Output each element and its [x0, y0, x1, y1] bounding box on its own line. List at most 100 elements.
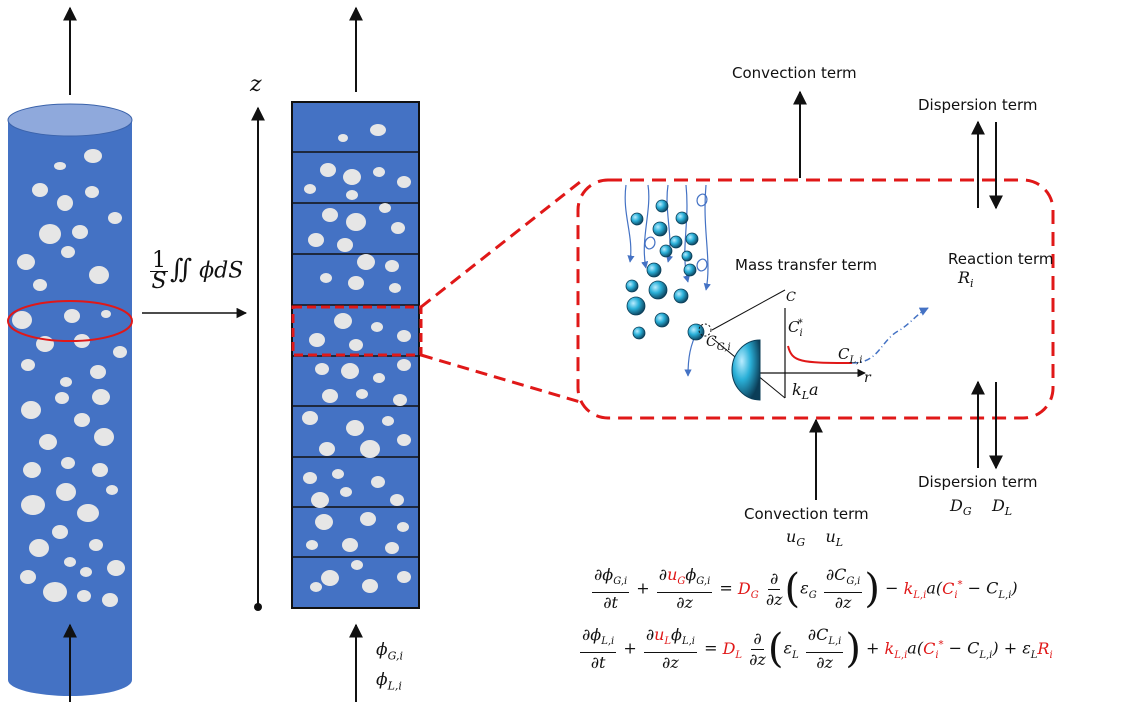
plot-axis-c: C: [786, 290, 796, 305]
particle: [687, 323, 705, 341]
discretized-column: [291, 101, 423, 609]
mass-transfer-coefficient: kLa: [792, 380, 819, 403]
gas-bubble: [389, 283, 401, 293]
gas-bubble: [382, 416, 394, 426]
reaction-term: Reaction term: [948, 250, 1054, 268]
gas-bubble: [106, 485, 118, 495]
gas-bubble: [397, 434, 411, 446]
gas-bubble: [349, 339, 363, 351]
particle: [675, 211, 689, 225]
gas-bubble: [346, 213, 366, 231]
gas-bubble: [52, 525, 68, 539]
interface-concentration: Ci*: [788, 318, 803, 339]
gas-bubble: [342, 538, 358, 552]
particle: [673, 288, 689, 304]
gas-bubble: [64, 557, 76, 567]
particle: [681, 250, 693, 262]
gas-bubble: [84, 149, 102, 163]
gas-bubble: [397, 522, 409, 532]
gas-bubble: [373, 373, 385, 383]
convection-symbols: uG uL: [786, 527, 844, 550]
gas-bubble: [371, 476, 385, 488]
gas-bubble: [309, 333, 325, 347]
gas-bubble: [102, 593, 118, 607]
gas-bubble: [334, 313, 352, 329]
gas-bubble: [94, 428, 114, 446]
gas-bubble: [315, 514, 333, 530]
particle: [654, 312, 670, 328]
gas-bubble: [77, 504, 99, 522]
gas-bubble: [319, 442, 335, 456]
gas-bubble: [322, 208, 338, 222]
gas-bubble: [321, 570, 339, 586]
gas-bubble: [92, 463, 108, 477]
gas-bubble: [360, 440, 380, 458]
gas-concentration: CG,i: [706, 334, 731, 353]
gas-bubble: [397, 571, 411, 583]
gas-bubble: [322, 389, 338, 403]
gas-bubble: [64, 309, 80, 323]
particle: [655, 199, 669, 213]
gas-bubble: [33, 279, 47, 291]
gas-bubble: [101, 310, 111, 318]
gas-bubble: [393, 394, 407, 406]
phi-gas-label: ϕG,i: [376, 640, 404, 663]
gas-bubble: [55, 392, 69, 404]
gas-bubble: [346, 190, 358, 200]
gas-bubble: [391, 222, 405, 234]
particle: [632, 326, 646, 340]
gas-bubble: [308, 233, 324, 247]
gas-bubble: [315, 363, 329, 375]
gas-bubble: [21, 401, 41, 419]
gas-bubble: [346, 420, 364, 436]
gas-bubble: [356, 389, 368, 399]
gas-bubble: [385, 542, 399, 554]
gas-bubble: [357, 254, 375, 270]
gas-bubble: [92, 389, 110, 405]
gas-bubble: [56, 483, 76, 501]
gas-bubble: [107, 560, 125, 576]
particle: [648, 280, 668, 300]
reaction-symbol: Ri: [958, 268, 974, 291]
gas-bubble: [371, 322, 383, 332]
particle: [630, 212, 644, 226]
gas-bubble: [332, 469, 344, 479]
gas-bubble: [311, 492, 329, 508]
particle: [685, 232, 699, 246]
highlighted-slice: [291, 305, 423, 357]
gas-bubble: [390, 494, 404, 506]
gas-bubble: [21, 495, 45, 515]
particle: [652, 221, 668, 237]
gas-phase-equation: ∂ϕG,i∂t + ∂uGϕG,i∂z = DG ∂∂z(εG ∂CG,i∂z)…: [592, 565, 1018, 613]
gas-bubble: [370, 124, 386, 136]
gas-bubble: [80, 567, 92, 577]
bubble-column-cylinder: [7, 103, 133, 696]
gas-bubble: [360, 512, 376, 526]
particle: [646, 262, 662, 278]
gas-bubbles: [12, 149, 127, 607]
gas-bubble: [343, 169, 361, 185]
particle: [625, 279, 639, 293]
gas-bubble: [29, 539, 49, 557]
gas-bubble: [306, 540, 318, 550]
gas-bubble: [57, 195, 73, 211]
particle: [626, 296, 646, 316]
gas-bubble: [85, 186, 99, 198]
gas-bubble: [61, 246, 75, 258]
gas-bubble: [54, 162, 66, 170]
zoom-box: [576, 178, 1055, 420]
gas-bubble: [348, 276, 364, 290]
mass-transfer-term: Mass transfer term: [735, 256, 878, 274]
mass-transfer-sketch: [698, 289, 929, 401]
particles: [625, 199, 705, 341]
gas-bubble: [108, 212, 122, 224]
gas-bubble: [113, 346, 127, 358]
gas-bubble: [77, 590, 91, 602]
gas-bubble: [12, 311, 32, 329]
gas-bubble: [397, 359, 411, 371]
particle: [683, 263, 697, 277]
gas-bubble: [310, 582, 322, 592]
gas-bubble: [89, 266, 109, 284]
